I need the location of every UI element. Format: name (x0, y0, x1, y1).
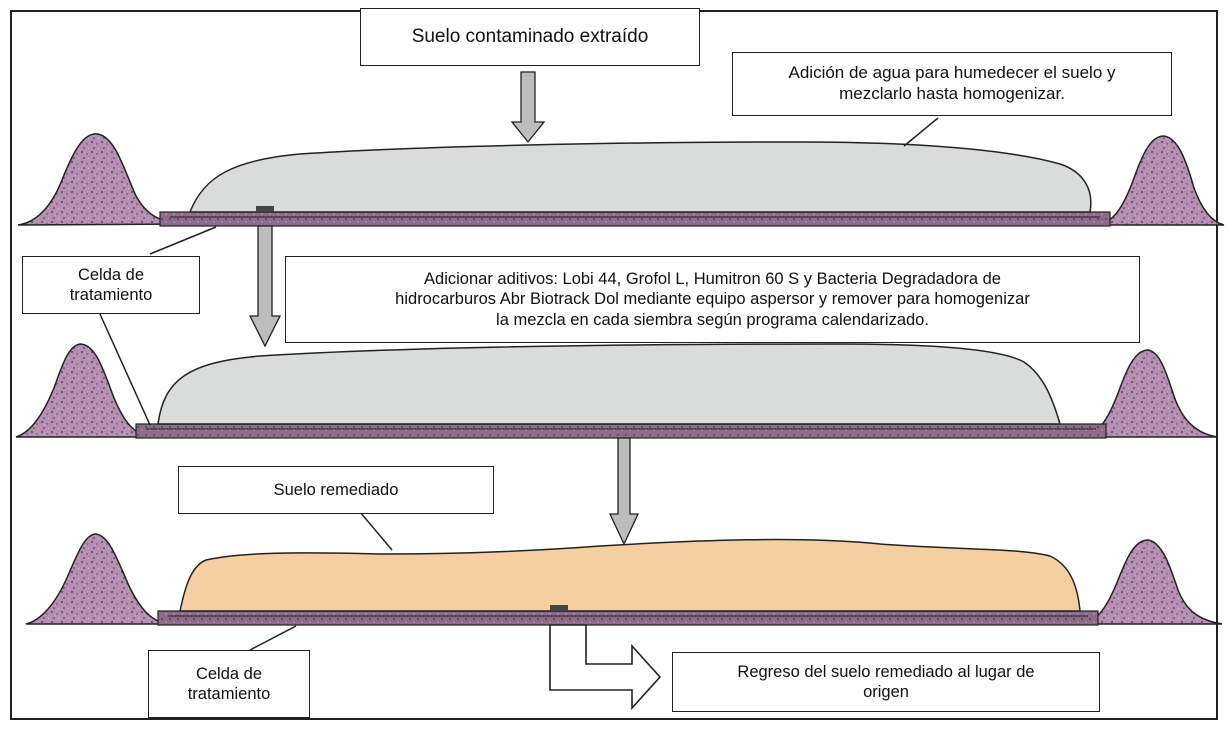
soil-pile-3 (179, 538, 1081, 612)
stage-2-cell (15, 343, 1219, 439)
right-berm-2 (1085, 349, 1219, 438)
pointer-remediated (359, 511, 393, 551)
cell-base-1 (159, 211, 1111, 227)
pointer-cell-bottom (249, 625, 297, 651)
label-extracted-soil: Suelo contaminado extraído (360, 8, 700, 66)
right-berm-3 (1083, 539, 1223, 625)
cell-base-3 (157, 610, 1099, 626)
label-remediated-soil: Suelo remediado (178, 466, 494, 514)
left-berm-2 (15, 343, 151, 438)
pointer-add-water (903, 117, 939, 147)
pointer-cell-top-2 (99, 313, 151, 426)
label-additives: Adicionar aditivos: Lobi 44, Grofol L, H… (285, 256, 1140, 343)
label-add-water: Adición de agua para humedecer el suelo … (732, 52, 1172, 116)
left-berm-1 (17, 133, 185, 226)
stage-3-cell (25, 533, 1223, 626)
soil-pile-1 (188, 141, 1092, 213)
arrow-return-to-origin (549, 624, 662, 711)
right-berm-1 (1097, 135, 1225, 226)
label-return-soil: Regreso del suelo remediado al lugar de … (672, 652, 1100, 712)
soil-pile-2 (157, 343, 1061, 425)
arrow-down-extraction (510, 71, 546, 144)
pointer-cell-top-1 (149, 226, 217, 255)
arrow-down-stage1-to-2 (248, 225, 282, 348)
label-treatment-cell-top: Celda de tratamiento (22, 256, 200, 314)
cell-base-2 (135, 423, 1107, 439)
left-berm-3 (25, 533, 167, 625)
stage-1-cell (17, 133, 1225, 227)
label-treatment-cell-bottom: Celda de tratamiento (148, 650, 310, 718)
arrow-down-stage2-to-3 (608, 437, 640, 546)
